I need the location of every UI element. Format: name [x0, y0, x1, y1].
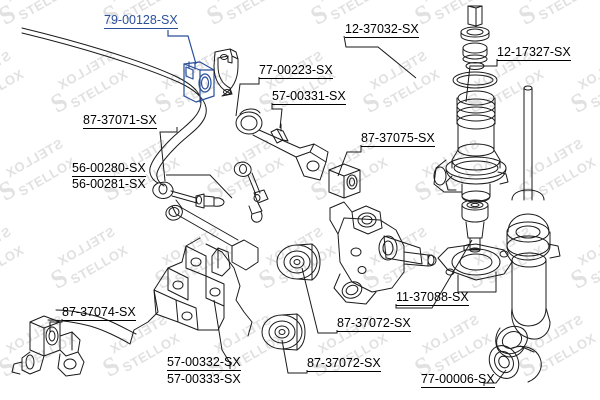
part-number-label: 77-00006-SX	[421, 372, 495, 388]
part-number-text: 57-00333-SX	[167, 372, 241, 386]
part-shock-absorber-bushing	[488, 345, 542, 383]
part-number-text: 87-37075-SX	[361, 131, 435, 147]
part-number-label: 77-00223-SX	[259, 63, 333, 79]
part-number-label: 79-00128-SX	[104, 13, 178, 29]
part-number-text: 56-00280-SX	[72, 161, 146, 177]
part-number-label: 57-00332-SX	[167, 355, 241, 371]
part-number-text: 87-37071-SX	[83, 113, 157, 129]
part-number-label: 57-00333-SX	[167, 372, 241, 386]
part-stabilizer-bushing-clamp	[183, 61, 215, 103]
part-number-label: 87-37074-SX	[62, 305, 136, 321]
part-o-ring	[452, 71, 498, 89]
part-number-label: 56-00280-SX	[72, 161, 146, 177]
part-number-label: 87-37075-SX	[361, 131, 435, 147]
part-rear-knuckle	[329, 201, 437, 305]
part-number-label: 57-00331-SX	[272, 89, 346, 105]
part-number-text: 12-17327-SX	[497, 45, 571, 61]
part-strut-top-mount	[460, 5, 490, 70]
part-number-label: 87-37072-SX	[337, 316, 411, 332]
part-shock-absorber	[495, 85, 561, 358]
part-number-label: 12-17327-SX	[497, 45, 571, 61]
part-number-text: 11-37088-SX	[396, 290, 469, 306]
part-number-text: 12-37032-SX	[345, 22, 419, 38]
part-strut-mount-plate	[433, 159, 513, 293]
part-link-rod-lower	[233, 161, 269, 223]
part-knuckle-bushing-small	[328, 163, 361, 199]
part-trailing-arm	[47, 199, 259, 345]
part-trailing-arm-bushing	[11, 315, 85, 377]
part-number-text: 56-00281-SX	[72, 177, 146, 191]
part-number-label: 87-37071-SX	[83, 113, 157, 129]
part-number-text: 77-00223-SX	[259, 63, 333, 79]
part-number-text: 77-00006-SX	[421, 372, 495, 388]
part-number-text: 87-37072-SX	[337, 316, 411, 332]
part-number-label: 12-37032-SX	[345, 22, 419, 38]
part-number-label: 56-00281-SX	[72, 177, 146, 191]
part-strut-upper-body	[445, 123, 509, 203]
part-stabilizer-bracket	[213, 48, 239, 97]
part-number-text: 57-00332-SX	[167, 355, 241, 371]
part-number-text: 57-00331-SX	[272, 89, 346, 105]
part-strut-dust-boot	[456, 90, 496, 130]
part-number-label: 87-37072-SX	[307, 356, 381, 372]
part-number-text: 79-00128-SX	[104, 13, 178, 29]
part-ball-joint	[461, 199, 489, 253]
part-number-label: 11-37088-SX	[396, 290, 469, 306]
part-knuckle-bushing-lower	[261, 313, 306, 351]
part-upper-control-arm	[235, 108, 329, 181]
part-number-text: 87-37074-SX	[62, 305, 136, 321]
part-number-text: 87-37072-SX	[307, 356, 381, 372]
part-knuckle-bushing-upper	[276, 243, 321, 281]
